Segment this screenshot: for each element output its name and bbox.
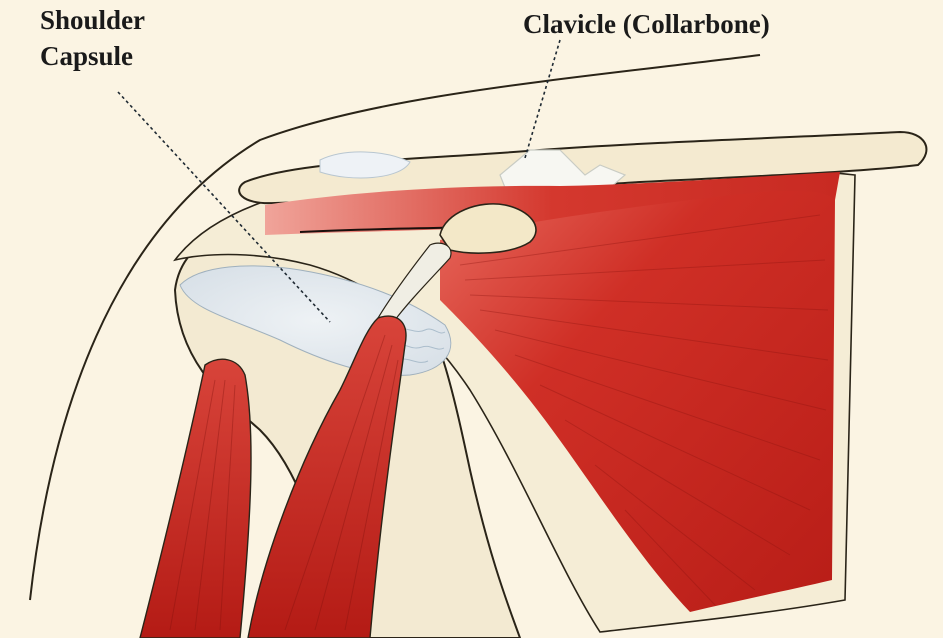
shoulder-capsule-label-line2: Capsule: [40, 38, 145, 74]
clavicle-leader-line: [525, 40, 560, 158]
clavicle-label: Clavicle (Collarbone): [523, 6, 770, 42]
shoulder-capsule-label: Shoulder Capsule: [40, 2, 145, 74]
shoulder-capsule-label-line1: Shoulder: [40, 2, 145, 38]
